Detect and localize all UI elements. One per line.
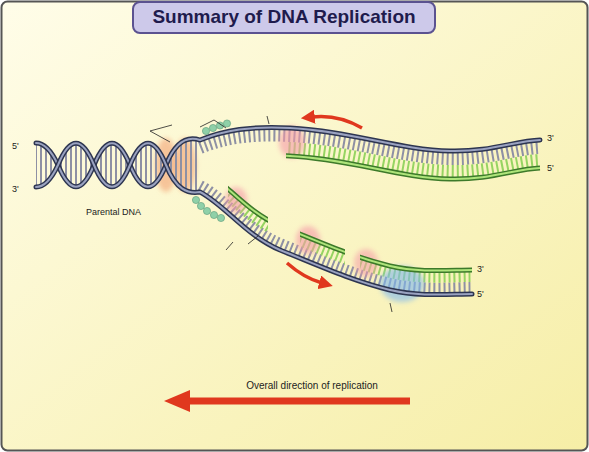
- parental-strand: [36, 128, 540, 187]
- direction-arrowhead: [164, 390, 190, 412]
- diagram-title: Summary of DNA Replication: [132, 1, 435, 34]
- strand-end-label: 3': [477, 264, 484, 274]
- synthesis-arrow: [312, 116, 362, 128]
- okazaki-fragment: [200, 168, 472, 271]
- parental-strand: [36, 128, 540, 187]
- direction-caption: Overall direction of replication: [246, 380, 378, 392]
- ssb-proteins: [192, 120, 230, 222]
- leading-strand: [286, 156, 540, 180]
- leading-strand: [286, 156, 540, 180]
- parental-strand: [36, 143, 472, 294]
- structure-label: Parental DNA: [86, 207, 141, 217]
- strand-end-label: 5': [12, 141, 19, 151]
- strand-end-label: 5': [547, 163, 554, 173]
- direction-arrow: [186, 398, 410, 405]
- okazaki-fragment: [200, 168, 472, 271]
- strand-end-label: 3': [12, 184, 19, 194]
- strand-end-label: 3': [547, 133, 554, 143]
- leader-stubs: [150, 116, 392, 312]
- strand-end-label: 5': [477, 289, 484, 299]
- parental-strand: [36, 143, 472, 294]
- synthesis-arrow: [287, 263, 322, 283]
